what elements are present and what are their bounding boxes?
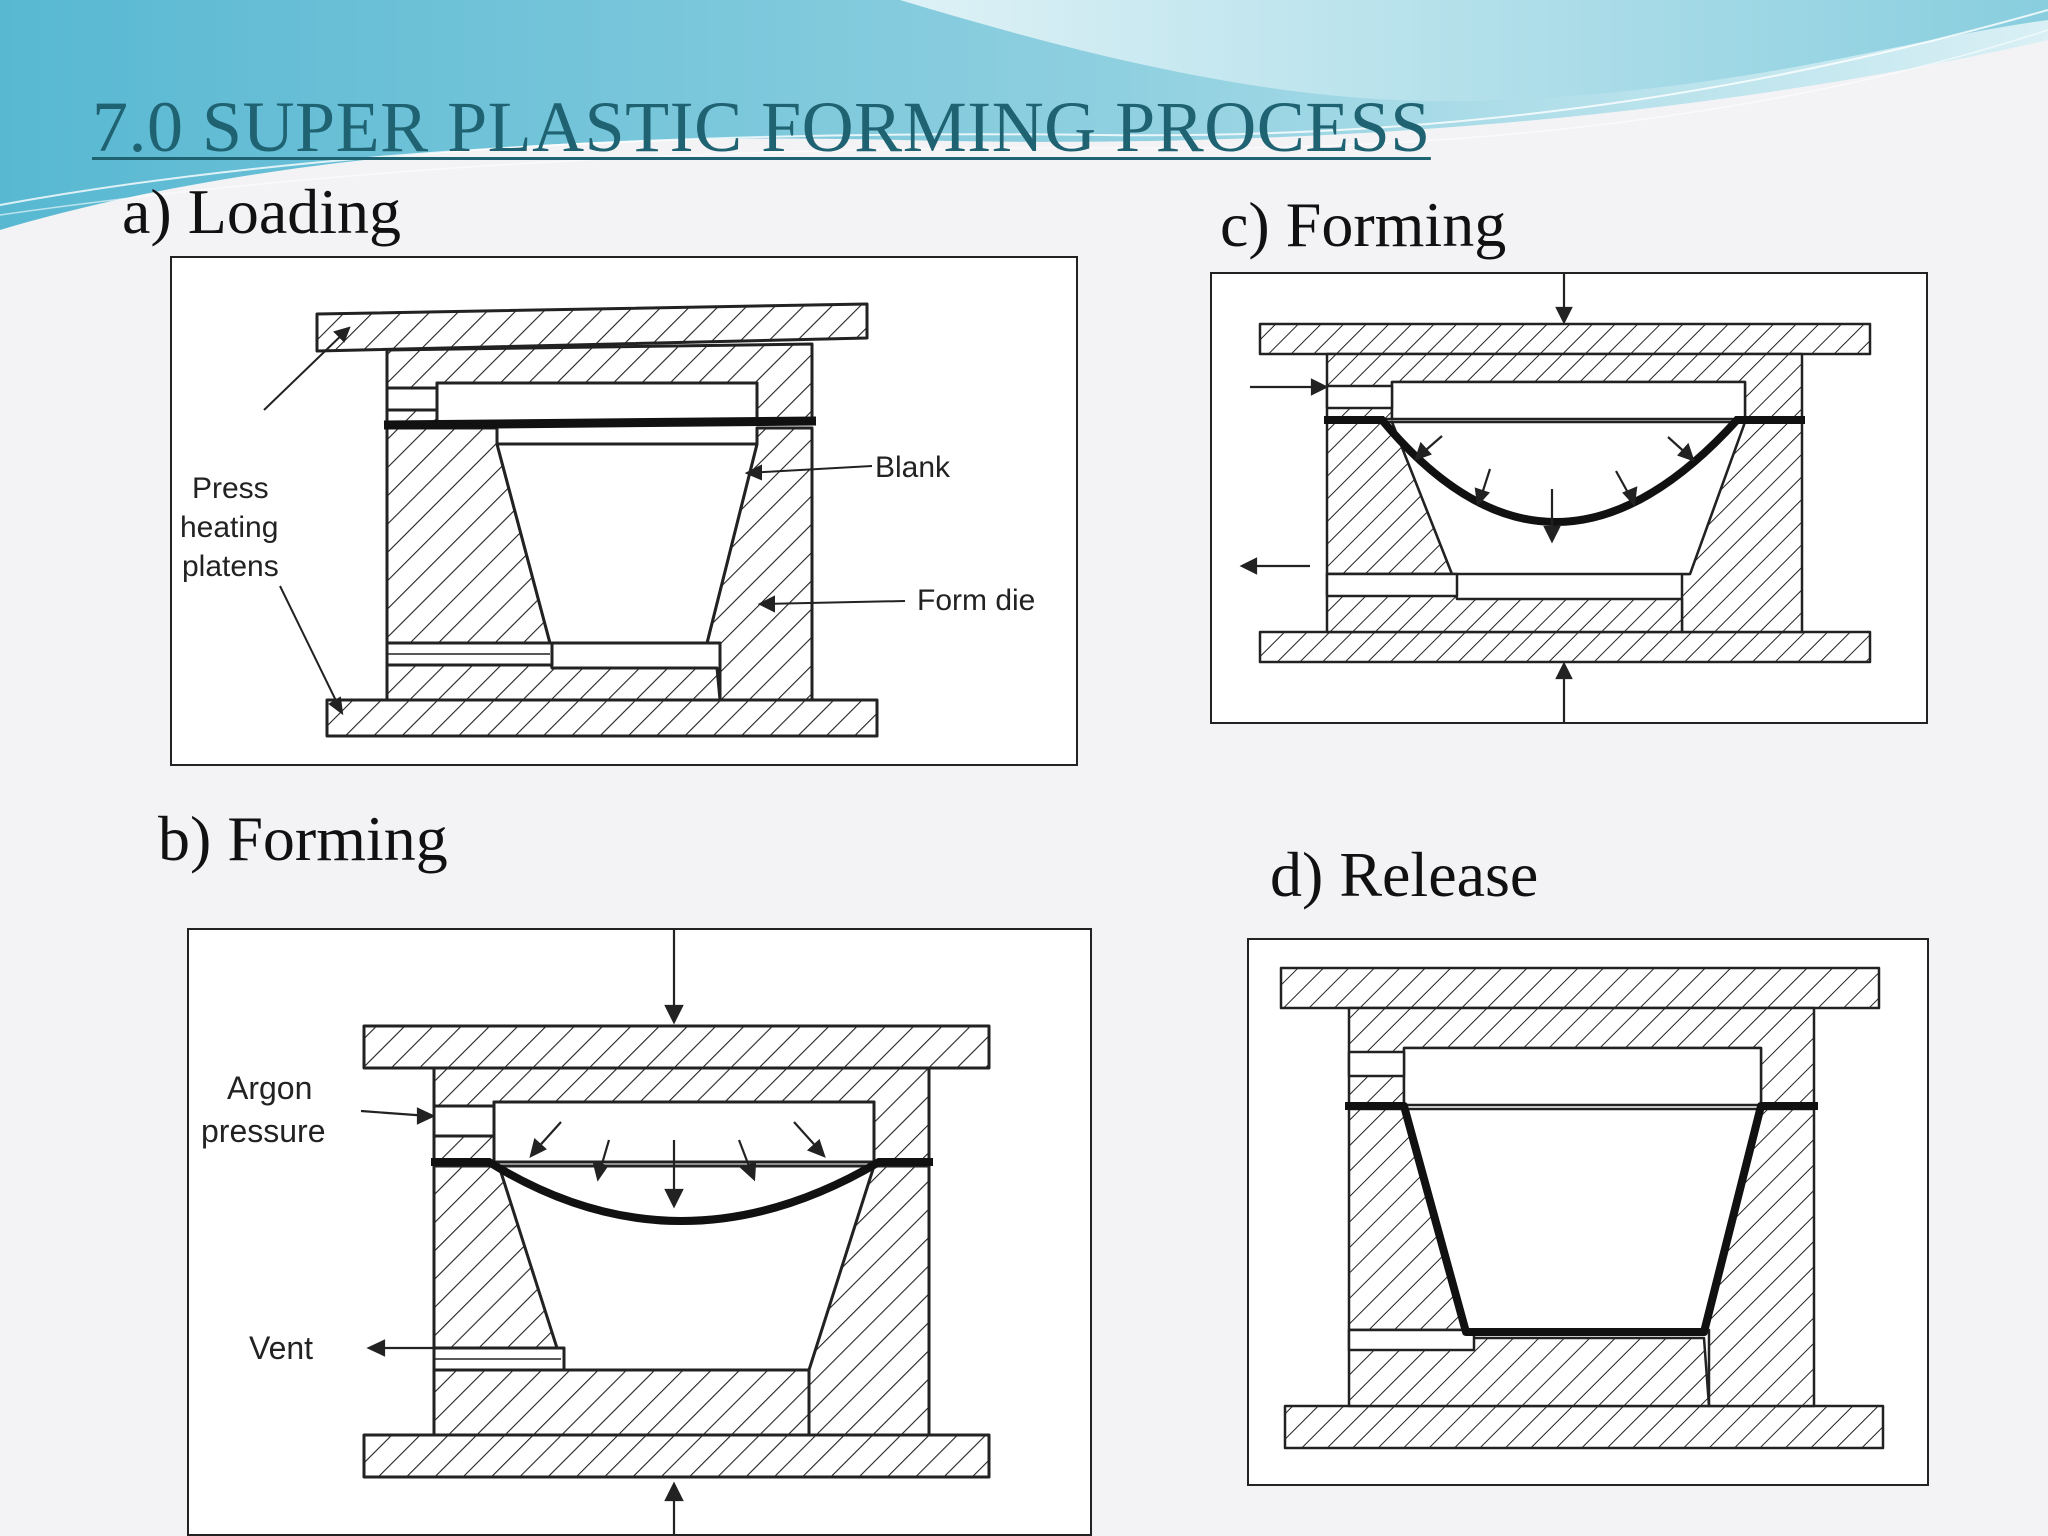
- panel-c-forming: [1210, 272, 1928, 724]
- annotation-blank: Blank: [875, 451, 951, 484]
- panel-d-diagram: [1279, 966, 1885, 1450]
- panel-b-diagram: Argon pressure Vent: [201, 930, 991, 1534]
- slide-title: 7.0 SUPER PLASTIC FORMING PROCESS: [92, 87, 1431, 167]
- panel-a-diagram: Press heating platens Blank Form die: [180, 302, 1035, 738]
- annotation-vent: Vent: [249, 1330, 313, 1366]
- header-wave-decoration: [0, 0, 2048, 230]
- panel-d-label: d) Release: [1270, 839, 1539, 910]
- annotation-form-die: Form die: [917, 584, 1035, 617]
- annotation-platens: platens: [182, 550, 279, 583]
- panel-c-label: c) Forming: [1220, 189, 1507, 260]
- annotation-pressure: pressure: [201, 1113, 326, 1149]
- panel-b-label: b) Forming: [158, 803, 448, 874]
- panel-a-label: a) Loading: [122, 176, 401, 247]
- annotation-heating: heating: [180, 511, 278, 544]
- panel-a-loading: Press heating platens Blank Form die: [170, 256, 1078, 766]
- panel-c-diagram: [1239, 274, 1872, 722]
- annotation-press: Press: [192, 472, 269, 505]
- panel-b-forming: Argon pressure Vent: [187, 928, 1092, 1536]
- panel-d-release: [1247, 938, 1929, 1486]
- annotation-argon: Argon: [227, 1070, 312, 1106]
